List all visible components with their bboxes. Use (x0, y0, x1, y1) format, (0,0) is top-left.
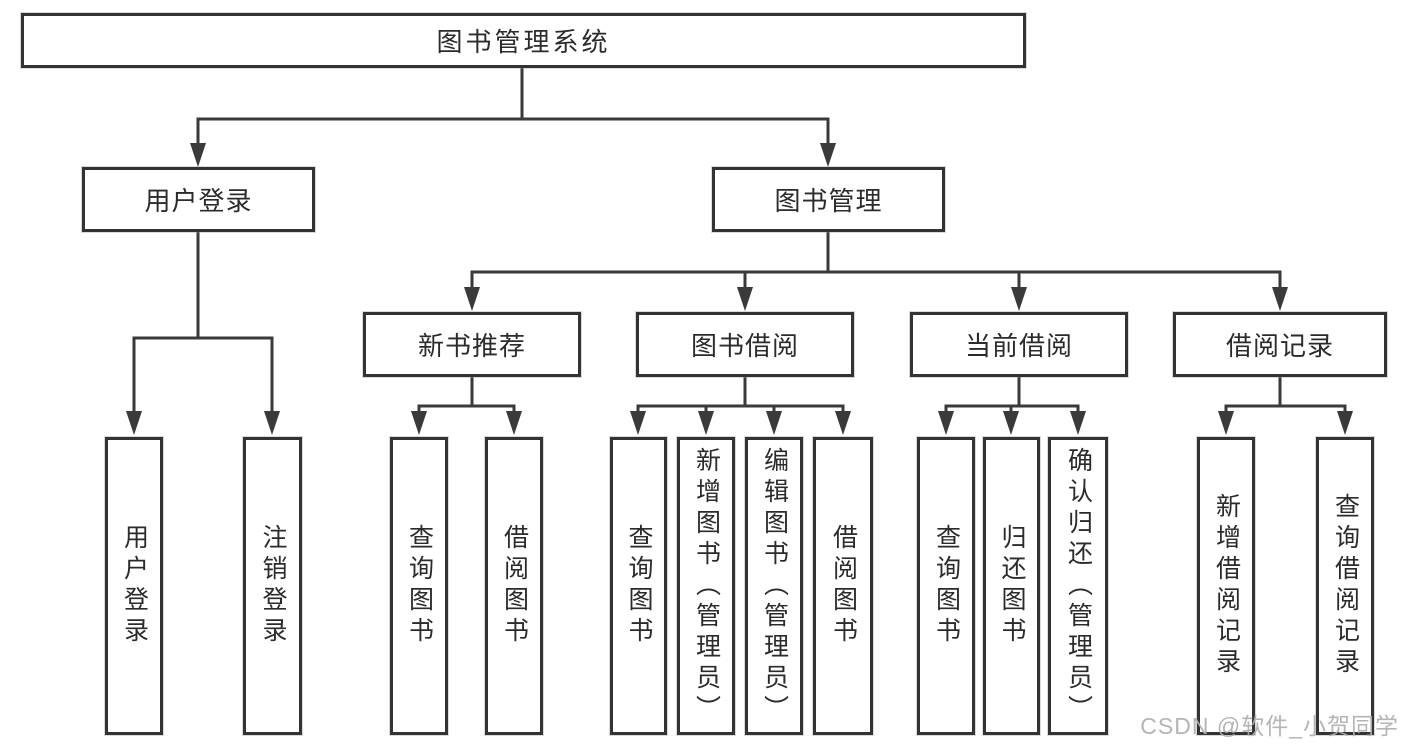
arrowhead (506, 411, 522, 435)
node-label: 当前借阅 (964, 331, 1073, 361)
connector-user-span (132, 336, 274, 412)
node-label: 用户登录 (144, 186, 253, 216)
arrowhead (1070, 411, 1086, 435)
node-label: 查询图书 (625, 524, 653, 648)
node-book-borrow: 图书借阅 (636, 312, 854, 377)
node-borrow-borrow-books: 借阅图书 (813, 437, 873, 735)
arrowhead (126, 411, 142, 435)
node-new-book-recommend: 新书推荐 (363, 312, 581, 377)
node-label: 新增借阅记录 (1212, 493, 1241, 679)
node-label: 归还图书 (998, 524, 1026, 648)
node-book-management: 图书管理 (712, 167, 945, 232)
connector-level2-span (196, 117, 830, 147)
arrowhead (1003, 411, 1019, 435)
node-user-login-action: 用户登录 (105, 437, 163, 735)
node-label: 注销登录 (259, 524, 287, 648)
node-borrow-query-books: 查询图书 (610, 437, 667, 735)
arrowhead (737, 287, 753, 311)
node-records-add-record: 新增借阅记录 (1197, 437, 1255, 735)
node-newbook-borrow-books: 借阅图书 (485, 437, 543, 735)
node-label: 确认归还（管理员） (1064, 446, 1093, 726)
node-label: 新增图书（管理员） (692, 446, 721, 726)
arrowhead (190, 143, 206, 167)
arrowhead (835, 411, 851, 435)
node-current-borrow: 当前借阅 (910, 312, 1128, 377)
connector-borrow-span (636, 404, 845, 413)
node-label: 编辑图书（管理员） (760, 446, 789, 726)
node-label: 查询借阅记录 (1331, 493, 1360, 679)
arrowhead (1337, 411, 1353, 435)
node-label: 图书管理系统 (436, 27, 611, 57)
node-label: 查询图书 (405, 524, 434, 648)
arrowhead (630, 411, 646, 435)
node-newbook-query-books: 查询图书 (390, 437, 448, 735)
arrowhead (1218, 411, 1234, 435)
node-label: 借阅图书 (829, 524, 858, 648)
node-label: 图书管理 (774, 186, 883, 216)
node-label: 用户登录 (120, 524, 149, 648)
arrowhead (1011, 287, 1027, 311)
arrowhead (411, 411, 427, 435)
node-current-return-books: 归还图书 (983, 437, 1040, 735)
node-current-query-books: 查询图书 (917, 437, 975, 735)
connector-newbook-span (417, 404, 516, 413)
node-label: 借阅记录 (1225, 331, 1334, 361)
arrowhead (698, 411, 714, 435)
node-library-system-root: 图书管理系统 (21, 13, 1026, 68)
node-logout-action: 注销登录 (243, 437, 302, 735)
node-borrow-records: 借阅记录 (1173, 312, 1387, 377)
arrowhead (766, 411, 782, 435)
node-current-confirm-return-admin: 确认归还（管理员） (1048, 437, 1108, 735)
node-label: 借阅图书 (500, 524, 529, 648)
arrowhead (264, 411, 280, 435)
node-label: 查询图书 (932, 524, 961, 648)
node-borrow-edit-books-admin: 编辑图书（管理员） (745, 437, 803, 735)
connector-level3-span (470, 270, 1282, 288)
node-label: 图书借阅 (690, 331, 799, 361)
node-label: 新书推荐 (417, 331, 526, 361)
node-records-query-record: 查询借阅记录 (1316, 437, 1374, 735)
arrowhead (1272, 287, 1288, 311)
node-user-login: 用户登录 (82, 167, 315, 232)
connector-records-span (1224, 404, 1347, 413)
node-borrow-add-books-admin: 新增图书（管理员） (677, 437, 735, 735)
arrowhead (464, 287, 480, 311)
arrowhead (820, 143, 836, 167)
arrowhead (938, 411, 954, 435)
